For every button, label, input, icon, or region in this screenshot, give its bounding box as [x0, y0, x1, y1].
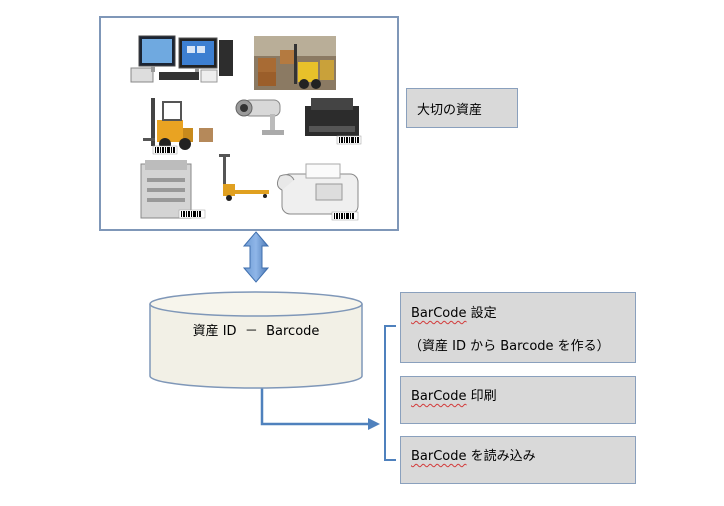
fax-machine-icon: [276, 163, 359, 221]
elbow-connector: [260, 386, 370, 426]
assets-label-box: 大切の資産: [406, 88, 518, 128]
security-camera-icon: [235, 99, 284, 135]
assets-illustration: [130, 35, 362, 221]
arrowhead-icon: [368, 418, 380, 430]
forklift-icon: [143, 98, 213, 155]
copier-icon: [140, 160, 206, 219]
barcode-read-brand: BarCode: [411, 449, 467, 464]
barcode-setting-box: BarCode 設定 （資産 ID から Barcode を作る）: [400, 292, 636, 363]
barcode-setting-title: BarCode 設定: [411, 302, 625, 321]
pallet-jack-icon: [219, 154, 269, 201]
barcode-setting-subtitle: （資産 ID から Barcode を作る）: [409, 339, 610, 354]
barcode-read-box: BarCode を読み込み: [400, 436, 636, 484]
assets-image-frame: [99, 16, 399, 231]
barcode-print-label: 印刷: [466, 389, 497, 404]
assets-label: 大切の資産: [417, 103, 483, 118]
barcode-setting-brand: BarCode: [411, 306, 467, 321]
database-label: 資産 ID － Barcode: [192, 324, 320, 339]
barcode-print-brand: BarCode: [411, 389, 467, 404]
database-cylinder: [149, 291, 363, 389]
printer-icon: [305, 98, 362, 145]
warehouse-forklift-icon: [254, 36, 336, 90]
desktop-computers-icon: [130, 35, 233, 83]
bracket: [384, 325, 396, 461]
barcode-read-label: を読み込み: [466, 449, 536, 464]
barcode-setting-label: 設定: [466, 306, 497, 321]
up-down-arrow-icon: [242, 231, 270, 283]
barcode-print-box: BarCode 印刷: [400, 376, 636, 424]
